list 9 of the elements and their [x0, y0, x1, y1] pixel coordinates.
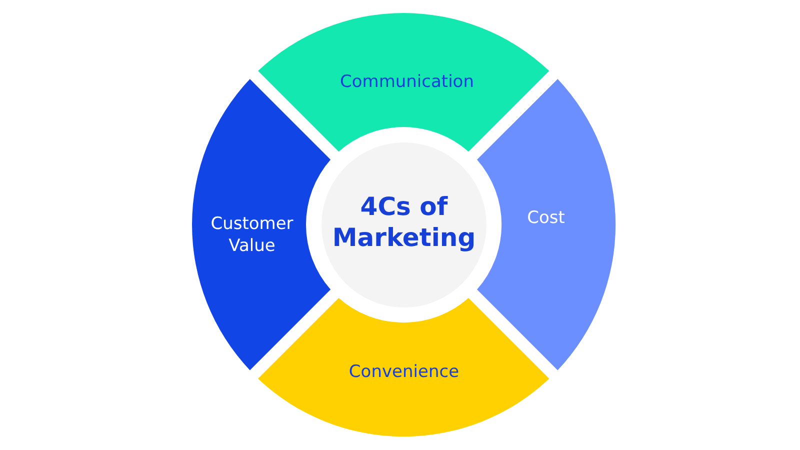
ring-segment [192, 79, 331, 371]
ring-segment [477, 79, 616, 371]
segment-label: Cost [526, 206, 566, 230]
center-title: 4Cs of Marketing [331, 190, 477, 254]
ring-segment [258, 298, 550, 437]
ring-segment [258, 13, 550, 152]
segment-label: Convenience [348, 360, 460, 384]
segment-label: Customer Value [210, 212, 294, 258]
segment-label: Communication [338, 70, 475, 94]
